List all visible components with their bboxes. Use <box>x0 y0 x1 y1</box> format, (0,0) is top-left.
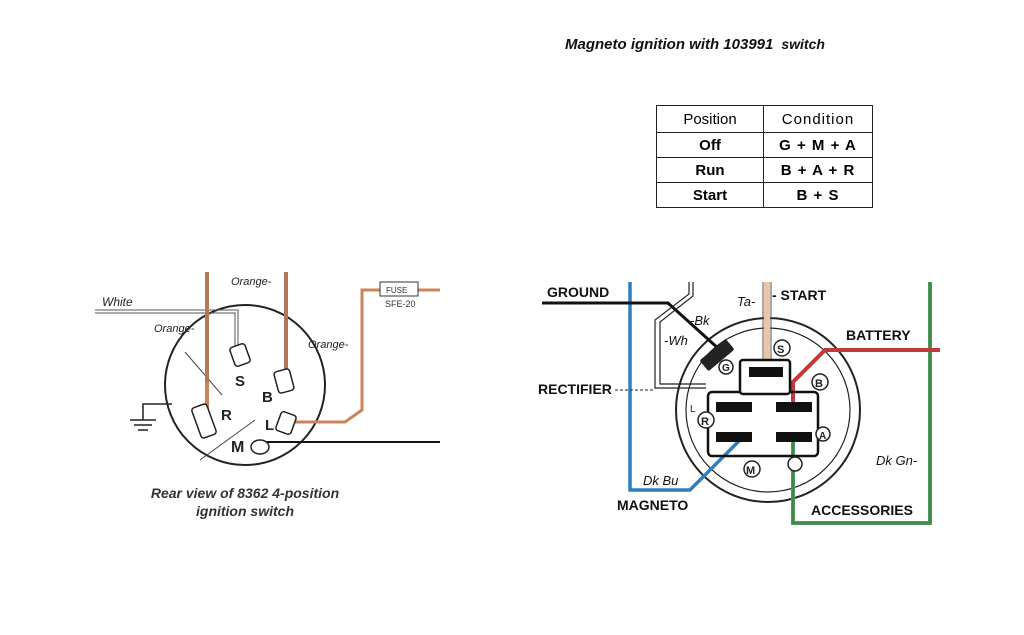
fuse-wire <box>288 288 380 424</box>
right-label-g: G <box>722 363 730 374</box>
right-label-r: R <box>701 416 709 428</box>
white-wire-right-b <box>659 282 706 385</box>
code-bk: -Bk <box>690 313 711 328</box>
row-position: Start <box>656 182 764 208</box>
right-terminal-s-circle <box>773 339 791 357</box>
right-label-m: M <box>746 465 755 477</box>
green-wire <box>791 282 932 525</box>
left-caption-line2: ignition switch <box>196 503 294 519</box>
label-rectifier: RECTIFIER <box>538 381 612 397</box>
left-switch-body <box>164 304 326 466</box>
slot-r <box>716 402 752 412</box>
row-condition: B + S <box>763 182 873 208</box>
label-ground: GROUND <box>547 284 609 300</box>
left-label-l: L <box>265 417 274 434</box>
slot-start <box>749 367 783 377</box>
white-wire-inner <box>95 312 236 352</box>
left-terminal-l <box>275 410 297 436</box>
right-label-b: B <box>815 378 823 390</box>
tan-wire-edge <box>762 282 772 372</box>
left-label-m: M <box>231 439 244 456</box>
label-magneto: MAGNETO <box>617 497 688 513</box>
right-label-s: S <box>777 344 784 356</box>
title-suffix: switch <box>781 36 825 52</box>
right-terminal-g-circle <box>718 359 734 375</box>
label-orange-right: Orange- <box>308 339 349 351</box>
header-position: Position <box>656 105 764 133</box>
diagram-title: Magneto ignition with 103991 switch <box>565 36 825 53</box>
left-label-s: S <box>235 373 245 390</box>
left-terminal-s <box>229 342 251 368</box>
right-terminal-b-circle <box>811 373 829 391</box>
row-condition: G + M + A <box>763 132 873 158</box>
code-dk-gn: Dk Gn- <box>876 453 918 468</box>
fuse-body <box>379 281 419 297</box>
blue-wire <box>628 282 742 492</box>
slot-m <box>716 432 752 442</box>
left-terminal-m <box>250 439 270 455</box>
left-terminal-b <box>273 368 295 394</box>
position-condition-table: Position Condition Off G + M + A Run B +… <box>656 105 873 208</box>
title-main: Magneto ignition with 103991 <box>565 36 774 53</box>
table-row: Run B + A + R <box>656 157 873 183</box>
label-accessories: ACCESSORIES <box>811 502 913 518</box>
fuse-label: FUSE <box>386 286 407 295</box>
table-row: Off G + M + A <box>656 132 873 158</box>
right-terminal-extra-circle <box>787 456 803 472</box>
right-terminal-r-circle <box>697 411 715 429</box>
row-position: Run <box>656 157 764 183</box>
fuse-part: SFE-20 <box>385 299 416 309</box>
ground-icon <box>130 419 156 431</box>
code-wh: -Wh <box>664 333 688 348</box>
code-ta: Ta- <box>737 294 756 309</box>
slot-a <box>776 432 812 442</box>
ground-wire <box>142 403 172 420</box>
label-battery: BATTERY <box>846 327 911 343</box>
label-white: White <box>102 295 133 309</box>
left-label-b: B <box>262 389 273 406</box>
left-switch-divider <box>184 351 256 461</box>
right-terminal-m-circle <box>743 460 761 478</box>
left-label-r: R <box>221 407 232 424</box>
row-condition: B + A + R <box>763 157 873 183</box>
white-wire-right <box>654 282 706 389</box>
table-row: Start B + S <box>656 182 873 208</box>
left-terminal-r <box>191 403 217 439</box>
slot-b <box>776 402 812 412</box>
label-orange-left: Orange- <box>154 323 195 335</box>
green-wire-edge <box>792 282 931 524</box>
left-caption-line1: Rear view of 8362 4-position <box>150 485 340 501</box>
red-wire <box>791 348 940 405</box>
right-label-l: L <box>690 404 696 415</box>
connector-block <box>706 390 820 458</box>
white-wire <box>95 309 239 352</box>
code-dk-bu: Dk Bu <box>643 473 678 488</box>
label-orange-top: Orange- <box>231 276 272 288</box>
g-connector <box>700 339 734 371</box>
right-terminal-a-circle <box>815 426 831 442</box>
ground-black-wire <box>542 301 722 352</box>
right-label-a: A <box>819 431 826 442</box>
label-start: - START <box>772 287 827 303</box>
